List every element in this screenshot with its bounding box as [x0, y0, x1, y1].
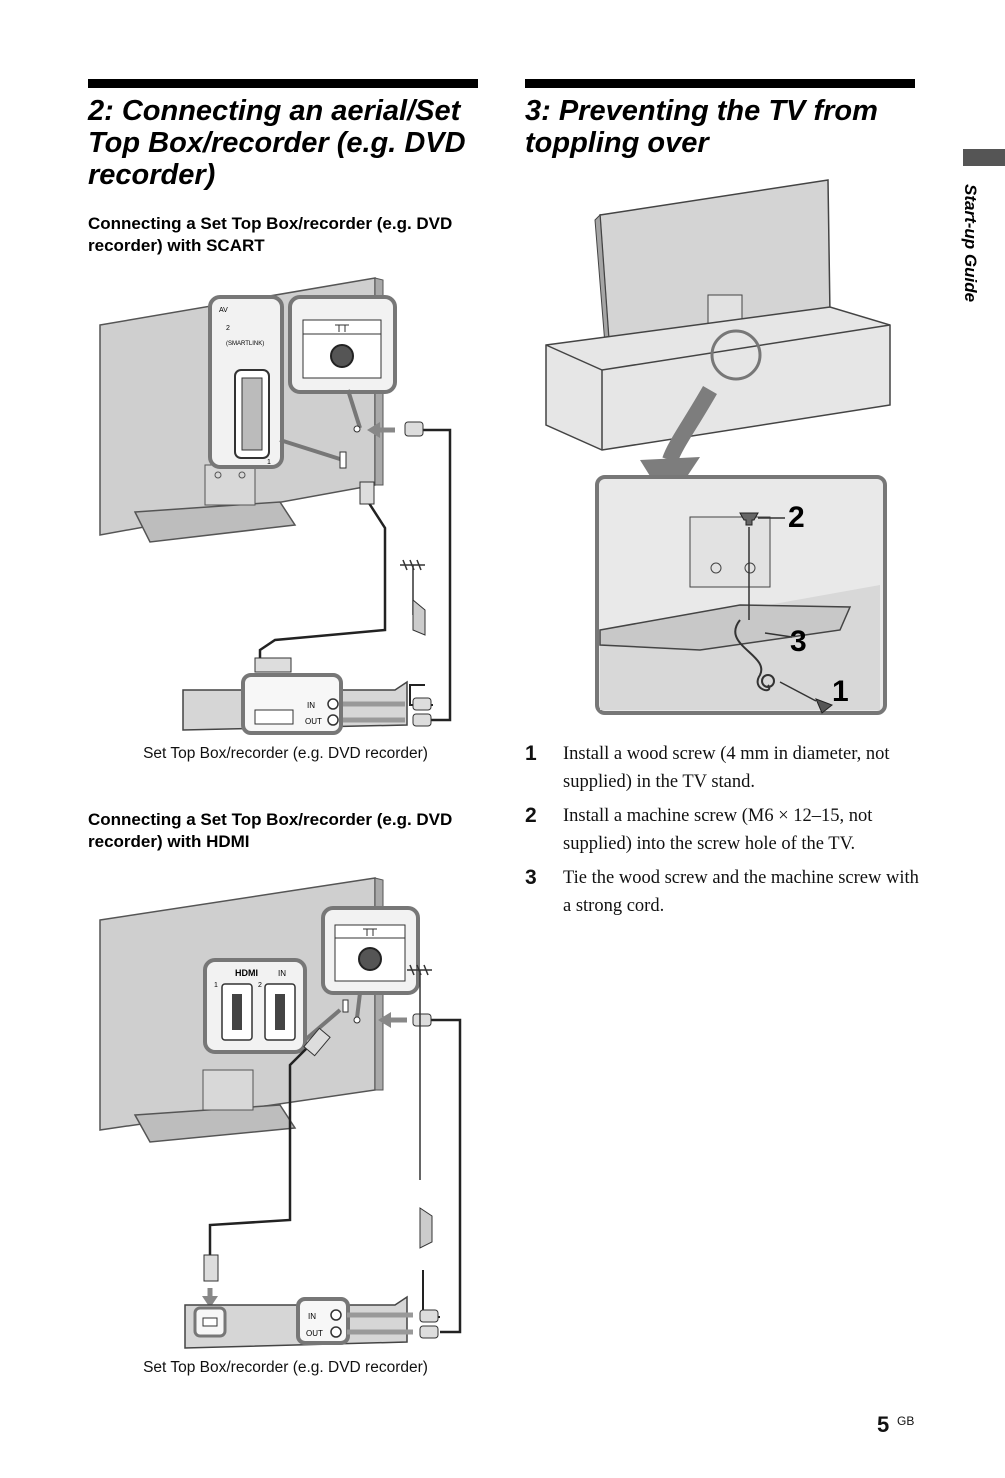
- callout-3: 3: [790, 625, 807, 658]
- aerial-cable: [430, 1018, 462, 1334]
- side-tab-marker: [963, 149, 1005, 166]
- av-port-label: 2: [226, 325, 230, 332]
- machine-screw-icon: [739, 512, 759, 526]
- hdmi-connection-diagram: HDMI IN 1 2 IN OUT: [99, 877, 462, 1349]
- scart-cable: [258, 499, 387, 665]
- step-item: 2 Install a machine screw (M6 × 12–15, n…: [525, 802, 925, 858]
- hdmi-caption: Set Top Box/recorder (e.g. DVD recorder): [143, 1359, 428, 1376]
- rec-in-label: IN: [307, 701, 315, 710]
- scart-caption: Set Top Box/recorder (e.g. DVD recorder): [143, 745, 428, 762]
- rec-out-label: OUT: [306, 1329, 323, 1338]
- hdmi-in-label: IN: [278, 969, 286, 978]
- wood-screw-icon: [815, 698, 833, 714]
- step-number: 1: [525, 742, 537, 765]
- cord-icon: [734, 619, 771, 692]
- hdmi-cable: [208, 1034, 321, 1255]
- antenna-icon: [407, 964, 432, 1180]
- zoom-arrow: [662, 386, 717, 463]
- page-language-code: GB: [897, 1414, 915, 1428]
- tv-table: [545, 306, 891, 451]
- aerial-socket-icon: [330, 344, 354, 368]
- section-2-heading: 2: Connecting an aerial/Set Top Box/reco…: [88, 95, 466, 191]
- callout-2: 2: [788, 501, 805, 534]
- page-number: 5: [877, 1412, 890, 1437]
- hdmi-label: HDMI: [235, 968, 258, 978]
- step-item: 3 Tie the wood screw and the machine scr…: [525, 864, 925, 920]
- smartlink-label: (SMARTLINK): [226, 341, 264, 347]
- hdmi-subheading: Connecting a Set Top Box/recorder (e.g. …: [88, 810, 453, 851]
- callout-1: 1: [832, 675, 849, 708]
- scart-connection-diagram: AV 2 (SMARTLINK) 1 IN OUT: [99, 277, 452, 735]
- scart-index-label: 1: [267, 459, 271, 466]
- step-number: 2: [525, 804, 537, 827]
- installation-steps: 1 Install a wood screw (4 mm in diameter…: [525, 740, 925, 926]
- section-3-heading: 3: Preventing the TV from toppling over: [525, 95, 878, 159]
- step-text: Install a machine screw (M6 × 12–15, not…: [563, 806, 873, 854]
- step-text: Install a wood screw (4 mm in diameter, …: [563, 744, 890, 792]
- toppling-prevention-diagram: 2 3 1: [545, 179, 891, 715]
- antenna-icon: [400, 559, 425, 615]
- rec-in-label: IN: [308, 1312, 316, 1321]
- aerial-cable: [415, 428, 452, 722]
- hdmi-port2-label: 2: [258, 982, 262, 989]
- hdmi-port1-label: 1: [214, 982, 218, 989]
- step-text: Tie the wood screw and the machine screw…: [563, 868, 919, 916]
- section-3-rule: [525, 79, 915, 88]
- av-label: AV: [219, 307, 228, 314]
- side-tab-label: Start-up Guide: [961, 184, 980, 303]
- tv-bracket: [202, 1069, 254, 1111]
- rec-out-label: OUT: [305, 717, 322, 726]
- tv-bracket: [204, 464, 256, 506]
- aerial-socket-icon: [358, 947, 382, 971]
- scart-subheading: Connecting a Set Top Box/recorder (e.g. …: [88, 214, 453, 255]
- step-item: 1 Install a wood screw (4 mm in diameter…: [525, 740, 925, 796]
- section-2-rule: [88, 79, 478, 88]
- step-number: 3: [525, 866, 537, 889]
